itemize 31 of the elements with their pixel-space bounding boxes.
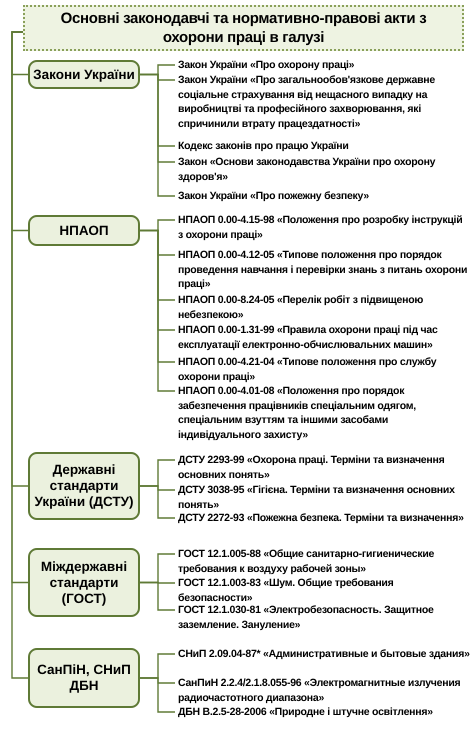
category-box: НПАОП bbox=[28, 215, 140, 246]
document-item-text: ДСТУ 2293-99 «Охорона праці. Терміни та визначення основних понять» bbox=[178, 453, 470, 482]
document-item-text: ДСТУ 3038-95 «Гігієна. Терміни та визначення основних понять» bbox=[178, 483, 470, 512]
document-item-text: Закон «Основи законодавства України про охорону здоров'я» bbox=[178, 155, 470, 184]
connector-line bbox=[140, 485, 175, 519]
document-item-text: ДСТУ 2272-93 «Пожежна безпека. Терміни та визначення» bbox=[178, 511, 470, 526]
document-item-text: ГОСТ 12.1.003-83 «Шум. Общие требования безопасности» bbox=[178, 576, 470, 605]
connector-line bbox=[140, 582, 175, 611]
category-box: СанПіН, СНиП ДБН bbox=[28, 648, 140, 708]
document-item-text: Закон України «Про загальнообов'язкове державне соціальне страхування від нещасного випадку на виробництві та професійного захворювання, які спричинили втрату працездатності» bbox=[178, 73, 470, 131]
document-item-text: Кодекс законів про працю України bbox=[178, 139, 470, 154]
document-item-text: Закон України «Про охорону праці» bbox=[178, 58, 470, 72]
document-item-text: ДБН В.2.5-28-2006 «Природне і штучне освітлення» bbox=[178, 705, 470, 720]
document-item-text: НПАОП 0.00-4.21-04 «Типове положення про службу охорони праці» bbox=[178, 355, 470, 384]
category-box: Міждержавні стандарти (ГОСТ) bbox=[28, 548, 140, 617]
document-item-text: НПАОП 0.00-4.01-08 «Положення про порядок забезпечення працівників спеціальним одягом, спеціальним взуттям та іншими засобами індивідуального захисту» bbox=[178, 384, 470, 442]
category-box: Державні стандарти України (ДСТУ) bbox=[28, 452, 140, 520]
document-item-text: Закон України «Про пожежну безпеку» bbox=[178, 189, 470, 204]
document-item-text: СНиП 2.09.04-87* «Административные и бытовые здания» bbox=[178, 647, 470, 662]
title-box: Основні законодавчі та нормативно-правові акти з охорони праці в галузі bbox=[23, 5, 464, 51]
document-item-text: СанПиН 2.2.4/2.1.8.055-96 «Электромагнитные излучения радиочастотного диапазона» bbox=[178, 676, 470, 705]
document-item-text: ГОСТ 12.1.005-88 «Общие санитарно-гигиенические требования к воздуху рабочей зоны» bbox=[178, 547, 470, 576]
document-item-text: ГОСТ 12.1.030-81 «Электробезопасность. Защитное заземление. Зануление» bbox=[178, 603, 470, 632]
document-item-text: НПАОП 0.00-4.15-98 «Положення про розробку інструкцій з охорони праці» bbox=[178, 213, 470, 242]
connector-line bbox=[140, 230, 175, 392]
document-item-text: НПАОП 0.00-4.12-05 «Типове положення про порядок проведення навчання і перевірки знань з питань охорони праці» bbox=[178, 248, 470, 292]
document-item-text: НПАОП 0.00-8.24-05 «Перелік робіт з підвищеною небезпекою» bbox=[178, 293, 470, 322]
connector-line bbox=[140, 74, 175, 197]
connector-line bbox=[140, 677, 175, 713]
category-box: Закони України bbox=[28, 60, 140, 89]
document-item-text: НПАОП 0.00-1.31-99 «Правила охорони праці під час експлуатації електронно-обчислювальних машин» bbox=[178, 323, 470, 352]
